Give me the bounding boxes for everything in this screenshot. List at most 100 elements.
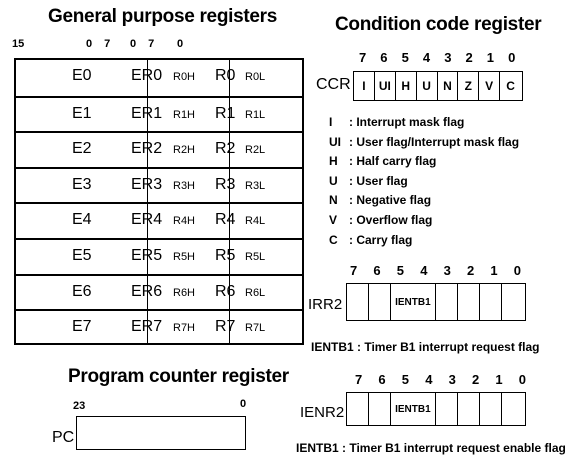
gpr-rh-register: R2H <box>173 144 196 157</box>
irr2-bit-number: 0 <box>513 263 522 278</box>
gpr-rl-register: R2L <box>245 144 266 157</box>
ienr2-bit-cell <box>480 393 502 425</box>
ccr-legend-desc: : Half carry flag <box>349 154 437 169</box>
ccr-label: CCR <box>316 76 351 93</box>
ccr-bit-number: 3 <box>444 50 452 65</box>
irr2-bit-cell <box>480 284 502 320</box>
gpr-rh-register: R6H <box>173 286 196 299</box>
irr2-bit-number: 7 <box>350 263 358 278</box>
pc-title: Program counter register <box>68 366 289 387</box>
irr2-bit-number: 2 <box>467 263 475 278</box>
gpr-r-register: R6 <box>215 282 236 300</box>
irr2-bit-number: 5 <box>396 263 405 278</box>
gpr-er-register: ER2 <box>131 140 163 158</box>
ccr-legend-key: V <box>329 213 338 227</box>
ccr-bit-number: 2 <box>465 50 473 65</box>
gpr-rh-register: R5H <box>173 251 196 263</box>
ienr2-bit-cell <box>502 393 524 425</box>
ccr-bit-number: 6 <box>380 50 388 65</box>
gpr-e-register: E2 <box>72 140 92 158</box>
gpr-r-register: R4 <box>215 211 236 229</box>
gpr-e-register: E3 <box>72 175 92 193</box>
ccr-legend-desc: : User flag/Interrupt mask flag <box>349 134 520 149</box>
ccr-legend-desc: : Interrupt mask flag <box>349 115 465 129</box>
ienr2-bit-cell <box>369 393 392 425</box>
gpr-rl-register: R3L <box>245 179 266 192</box>
ccr-legend-item: C : Carry flag <box>329 233 412 247</box>
irr2-bit-number: 3 <box>443 263 451 278</box>
gpr-e-register: E7 <box>72 318 92 336</box>
ienr2-bit-number: 7 <box>355 372 363 387</box>
gpr-e-register: E5 <box>72 247 92 264</box>
ccr-legend-desc: : Negative flag <box>349 193 432 208</box>
irr2-bit-number: 4 <box>420 263 428 278</box>
gpr-rl-register: R7L <box>245 322 266 335</box>
ccr-legend-item: U : User flag <box>329 174 408 188</box>
gpr-r-register: R1 <box>215 104 236 122</box>
gpr-r-register: R2 <box>215 140 236 158</box>
gpr-rl-register: R1L <box>245 108 266 121</box>
gpr-er-register: ER7 <box>131 318 163 336</box>
irr2-bit-cell <box>369 284 392 320</box>
gpr-er-register: ER4 <box>131 211 163 229</box>
ienr2-bit-number: 3 <box>448 372 456 387</box>
ccr-legend-item: V: Overflow flag <box>329 213 432 227</box>
ccr-legend-desc: : User flag <box>349 173 408 188</box>
pc-bit-low: 0 <box>240 398 247 410</box>
ccr-bit-number: 0 <box>508 50 516 65</box>
ccr-flag-cell: Z <box>458 72 480 100</box>
ccr-legend-key: UI <box>329 134 341 149</box>
irr2-bit-number: 6 <box>373 263 381 278</box>
ienr2-bit-cell <box>436 393 458 425</box>
ienr2-note: IENTB1 : Timer B1 interrupt request enab… <box>296 441 566 455</box>
irr2-bit-cell <box>347 284 370 320</box>
gpr-r-register: R0 <box>215 67 236 84</box>
gpr-er-register: ER0 <box>131 67 163 84</box>
ccr-legend-desc: : Carry flag <box>349 232 413 247</box>
gpr-rh-register: R1H <box>173 108 196 121</box>
pc-label: PC <box>52 429 75 446</box>
ienr2-bit-number: 1 <box>495 372 503 387</box>
ccr-legend-item: UI : User flag/Interrupt mask flag <box>329 135 519 149</box>
ccr-legend-key: C <box>329 232 338 247</box>
ienr2-bit-number: 0 <box>518 372 527 387</box>
ccr-legend-key: U <box>329 173 338 188</box>
gpr-divider-r <box>229 60 230 343</box>
irr2-bit-cell: IENTB1 <box>391 284 436 320</box>
ccr-title: Condition code register <box>335 14 542 35</box>
pc-bit-high: 23 <box>73 400 86 412</box>
gpr-r-register: R3 <box>215 175 236 193</box>
ccr-flag-cell: H <box>396 72 417 100</box>
gpr-r-register: R5 <box>215 247 236 264</box>
gpr-e-register: E4 <box>72 211 92 229</box>
gpr-bit-0: 0 <box>177 38 184 50</box>
gpr-er-register: ER3 <box>131 175 163 193</box>
gpr-rh-register: R0H <box>173 71 196 83</box>
ccr-legend-key: H <box>329 154 338 169</box>
gpr-bit-0-7-a: 0 7 <box>86 38 111 50</box>
pc-box <box>76 416 246 450</box>
gpr-divider-er <box>147 60 148 343</box>
gpr-e-register: E6 <box>72 282 92 300</box>
irr2-bit-cell <box>458 284 480 320</box>
irr2-label: IRR2 <box>308 296 343 313</box>
ccr-flag-cell: U <box>417 72 438 100</box>
ccr-bit-number: 4 <box>422 50 431 65</box>
irr2-bit-number: 1 <box>490 263 498 278</box>
gpr-row: E2 ER2 R2H R2 R2L <box>16 131 302 167</box>
irr2-bit-cell <box>502 284 524 320</box>
ienr2-bit-number: 2 <box>472 372 480 387</box>
ccr-bit-number: 1 <box>486 50 495 65</box>
ccr-bit-number: 5 <box>401 50 409 65</box>
gpr-er-register: ER6 <box>131 282 163 300</box>
gpr-bit-0-7-b: 0 7 <box>130 38 155 50</box>
